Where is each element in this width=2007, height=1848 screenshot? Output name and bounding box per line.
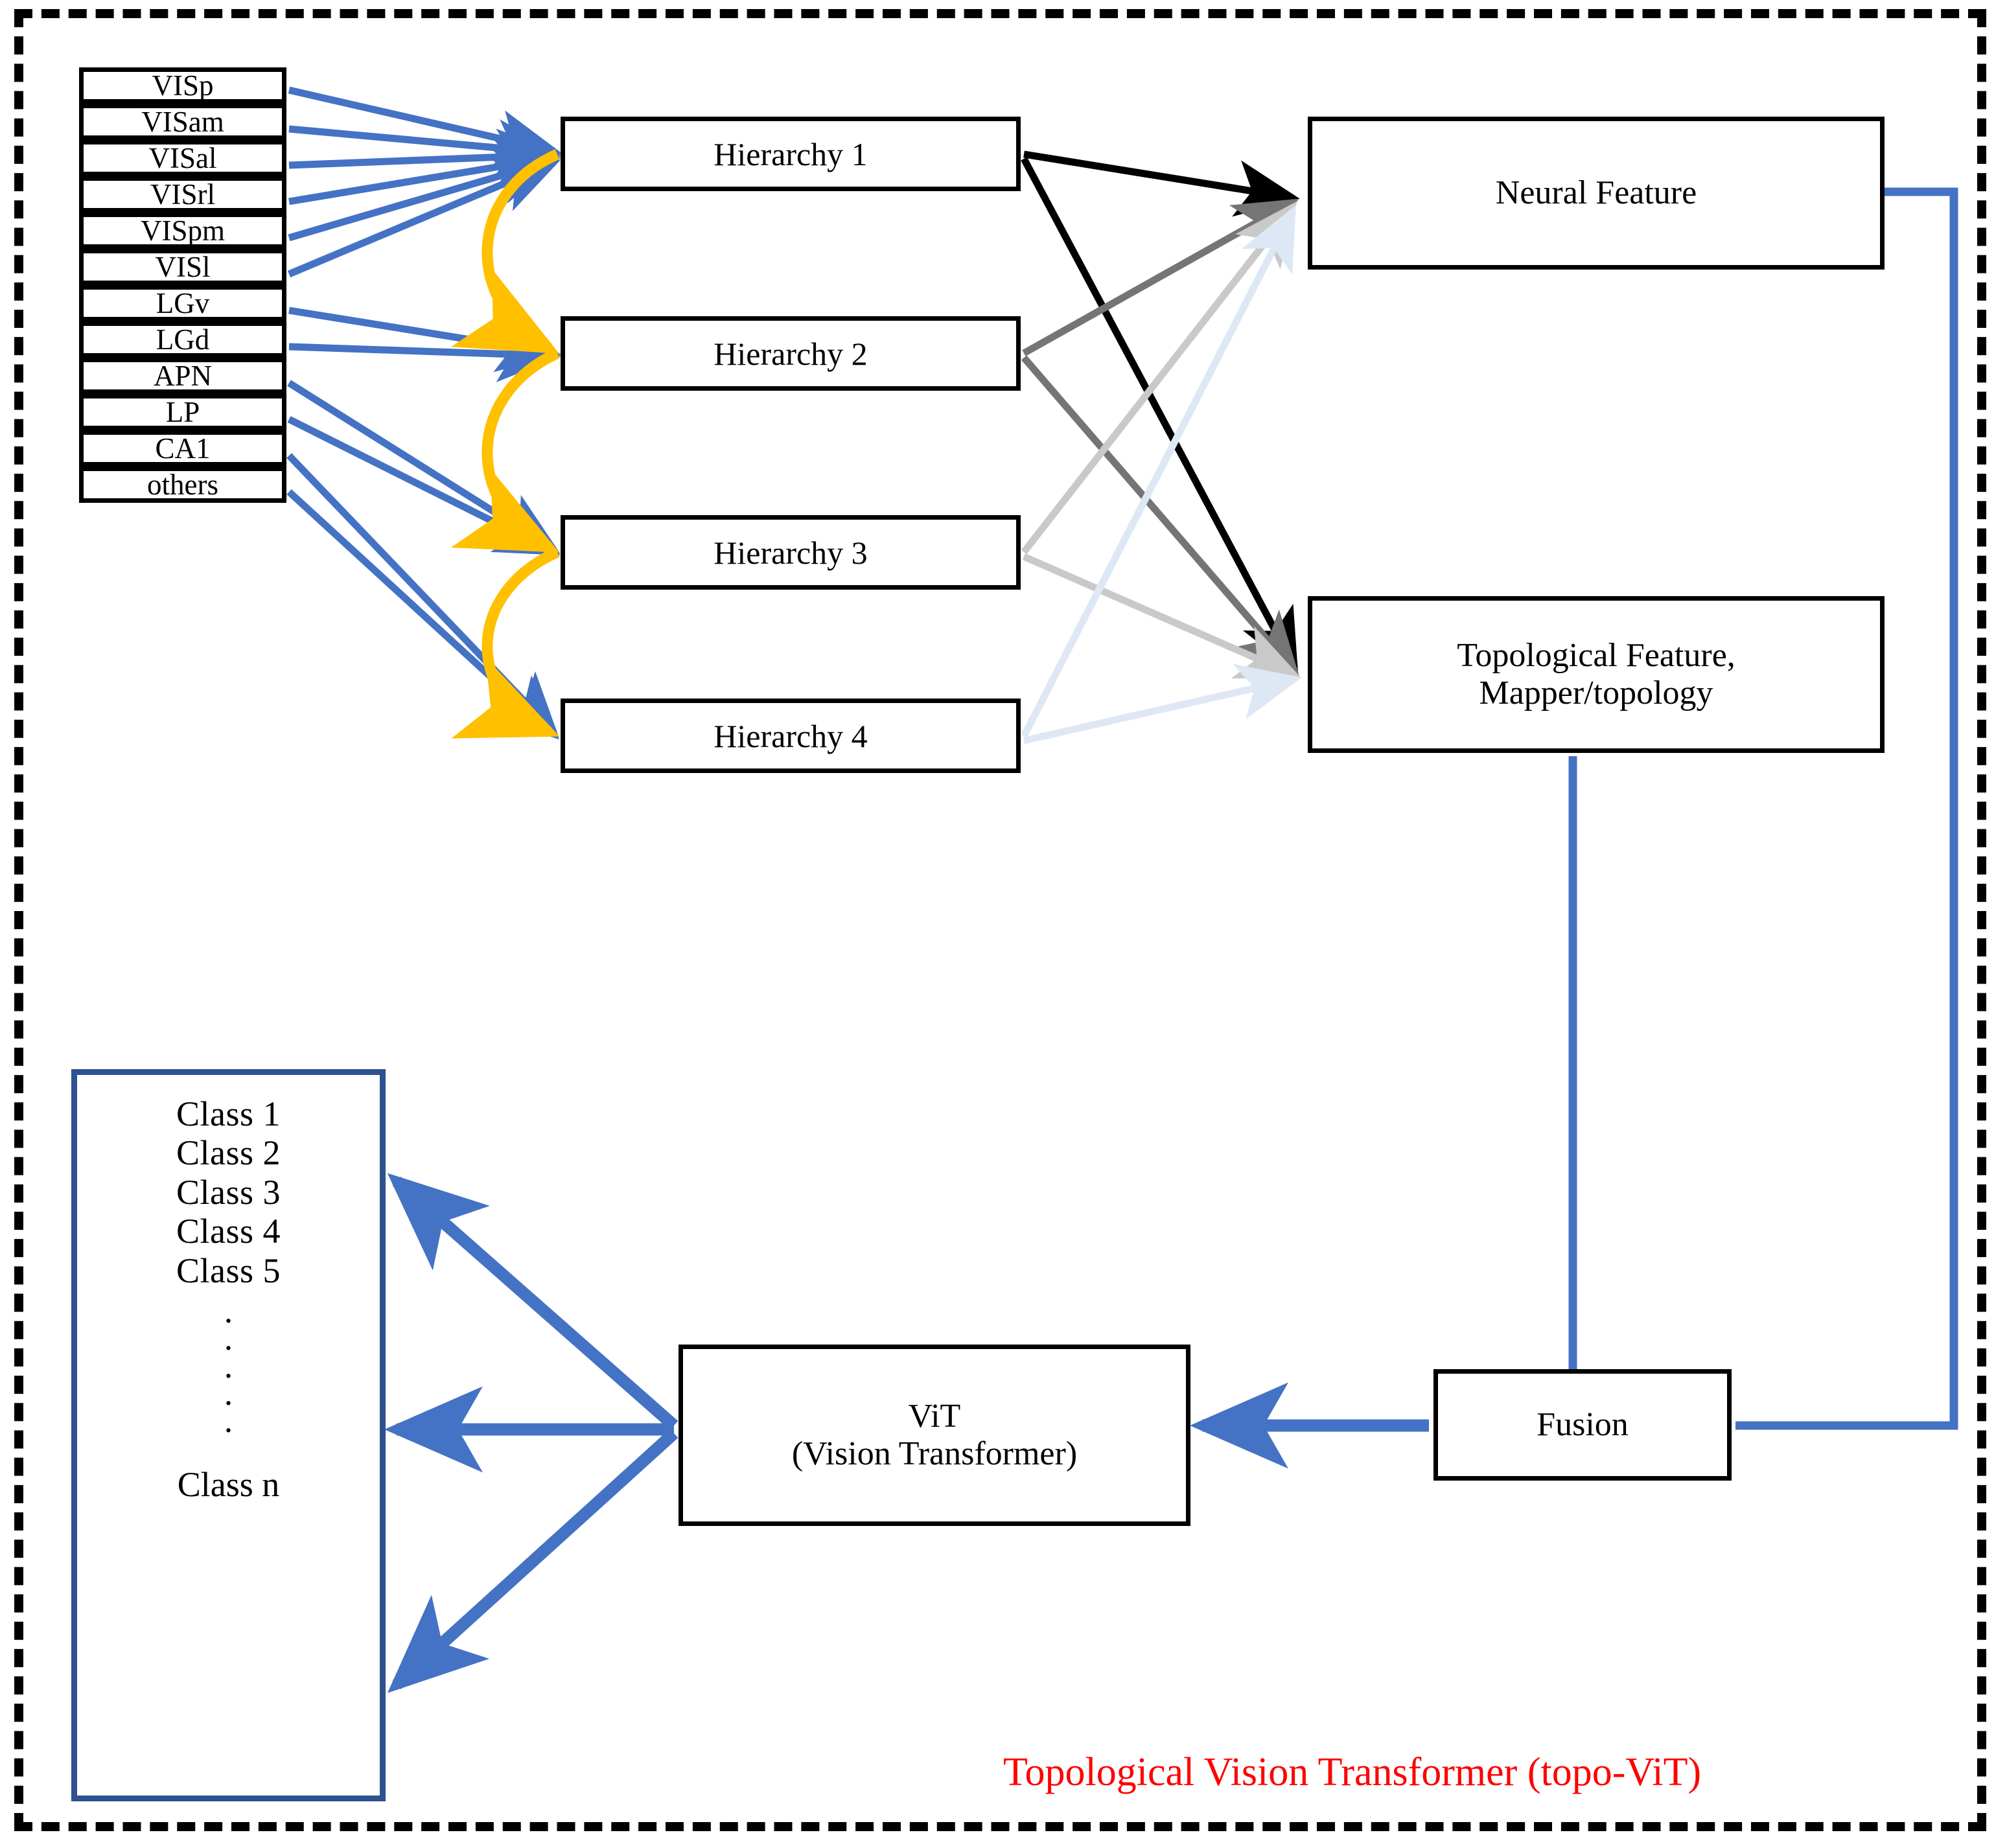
hierarchy-box-3[interactable]: Hierarchy 3 (561, 515, 1021, 590)
diagram-caption: Topological Vision Transformer (topo-ViT… (1003, 1750, 1702, 1794)
arrows-hierarchy-2-to-features (1021, 198, 1300, 677)
topological-feature-line2: Mapper/topology (1479, 675, 1713, 711)
arrows-regions-to-hierarchy-2 (288, 306, 561, 382)
fusion-box[interactable]: Fusion (1433, 1369, 1732, 1481)
region-box-apn[interactable]: APN (79, 358, 286, 394)
region-box-visp[interactable]: VISp (79, 67, 286, 104)
region-label: LGv (156, 286, 210, 319)
hierarchy-label: Hierarchy 2 (713, 335, 868, 372)
arrows-regions-to-hierarchy-4 (286, 453, 560, 740)
region-label: LGd (156, 323, 210, 356)
vit-box[interactable]: ViT (Vision Transformer) (679, 1345, 1190, 1526)
region-box-lgv[interactable]: LGv (79, 285, 286, 321)
class-item: Class 1 (176, 1094, 281, 1133)
ellipsis-dot: · (222, 1356, 235, 1395)
region-box-visrl[interactable]: VISrl (79, 176, 286, 213)
neural-feature-box[interactable]: Neural Feature (1308, 117, 1885, 270)
region-label: VISal (148, 141, 217, 174)
cascade-h3-h4 (451, 547, 560, 739)
hierarchy-label: Hierarchy 3 (713, 534, 868, 571)
region-box-visal[interactable]: VISal (79, 140, 286, 176)
class-item: Class 2 (176, 1133, 281, 1173)
region-box-ca1[interactable]: CA1 (79, 430, 286, 467)
neural-feature-label: Neural Feature (1495, 174, 1697, 211)
region-label: VISam (141, 105, 224, 138)
region-label: LP (165, 395, 200, 428)
region-label: VISrl (150, 178, 215, 211)
class-item-last: Class n (177, 1464, 280, 1504)
region-label: VISpm (140, 214, 225, 247)
region-box-visl[interactable]: VISl (79, 249, 286, 285)
hierarchy-box-1[interactable]: Hierarchy 1 (561, 117, 1021, 191)
class-item: Class 4 (176, 1212, 281, 1251)
region-label: VISp (152, 69, 214, 102)
class-list: Class 1 Class 2 Class 3 Class 4 Class 5 … (77, 1075, 380, 1796)
ellipsis-dot: · (222, 1383, 235, 1422)
hierarchy-label: Hierarchy 4 (713, 717, 868, 754)
hierarchy-box-2[interactable]: Hierarchy 2 (561, 316, 1021, 391)
hierarchy-label: Hierarchy 1 (713, 135, 868, 172)
arrows-regions-to-hierarchy-1 (287, 86, 561, 278)
region-box-others[interactable]: others (79, 467, 286, 503)
line-neural-to-fusion (1735, 187, 1958, 1430)
topological-feature-box[interactable]: Topological Feature, Mapper/topology (1308, 596, 1885, 753)
ellipsis-dot: · (222, 1328, 235, 1368)
region-box-vispm[interactable]: VISpm (79, 213, 286, 249)
cascade-h2-h3 (450, 348, 560, 553)
region-label: CA1 (155, 432, 211, 465)
arrows-hierarchy-1-to-features (1021, 150, 1300, 674)
ellipsis-dot: · (222, 1410, 235, 1450)
class-item: Class 5 (176, 1251, 281, 1290)
region-label: APN (153, 359, 213, 392)
region-box-visam[interactable]: VISam (79, 104, 286, 140)
fusion-label: Fusion (1537, 1405, 1629, 1443)
arrows-hierarchy-4-to-features (1021, 205, 1302, 745)
ellipsis-dot: · (222, 1301, 235, 1341)
arrows-regions-to-hierarchy-3 (287, 380, 561, 555)
region-label: VISl (155, 250, 211, 283)
arrows-vit-to-classes (384, 1173, 679, 1693)
topological-feature-line1: Topological Feature, (1457, 636, 1735, 674)
region-box-lgd[interactable]: LGd (79, 321, 286, 358)
hierarchy-box-4[interactable]: Hierarchy 4 (561, 699, 1021, 773)
vit-subtitle: (Vision Transformer) (791, 1435, 1078, 1472)
arrows-hierarchy-3-to-features (1021, 201, 1302, 679)
class-item: Class 3 (176, 1172, 281, 1212)
arrows-hierarchy-cascade (450, 149, 560, 739)
region-label: others (147, 468, 218, 501)
class-ellipsis: · · · · · (222, 1301, 235, 1450)
region-box-lp[interactable]: LP (79, 394, 286, 430)
cascade-h1-h2 (450, 149, 560, 354)
vit-title: ViT (908, 1397, 961, 1435)
class-output-box[interactable]: Class 1 Class 2 Class 3 Class 4 Class 5 … (71, 1069, 386, 1801)
